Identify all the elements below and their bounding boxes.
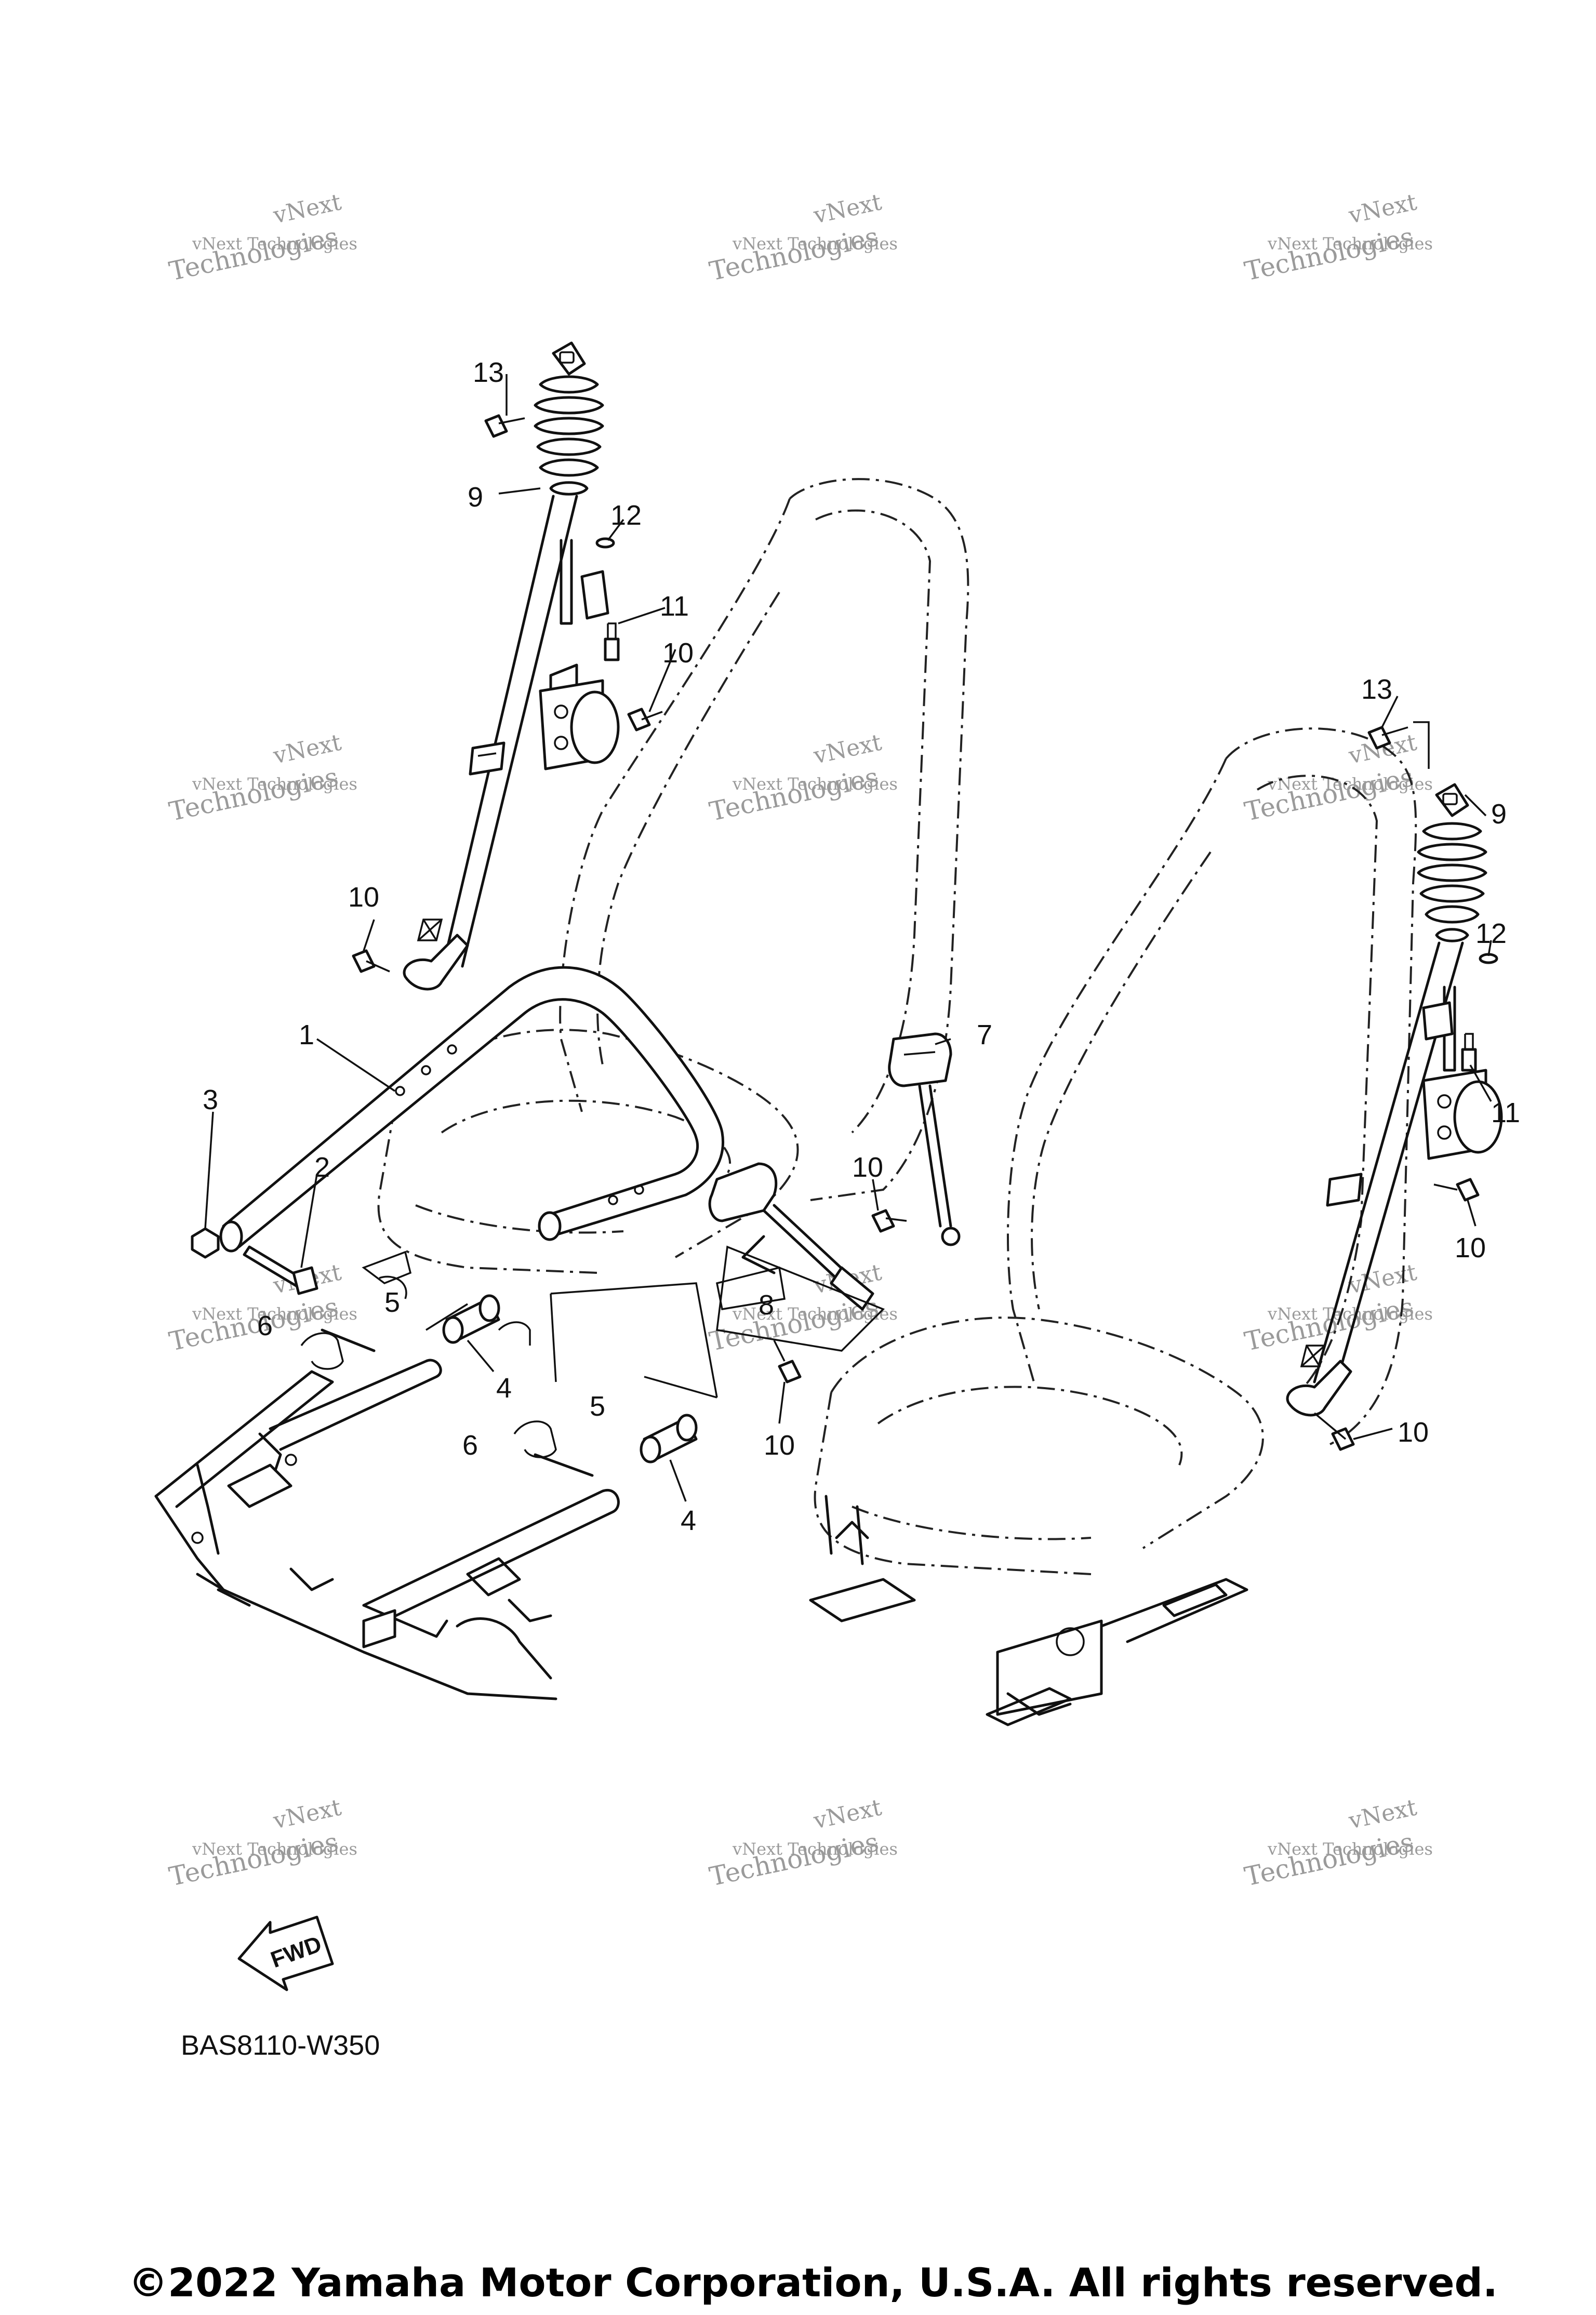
- copyright-notice: ©2022 Yamaha Motor Corporation, U.S.A. A…: [128, 2259, 1498, 2306]
- svg-text:vNext Technologies: vNext Technologies: [192, 1304, 357, 1324]
- callout-12: 12: [610, 500, 642, 531]
- svg-text:Technologies: Technologies: [166, 762, 341, 827]
- callout-11: 11: [660, 591, 689, 622]
- watermarks: vNext vNext Technologies Technologies vN…: [166, 189, 1432, 1892]
- callout-9: 9: [1491, 799, 1507, 830]
- svg-text:Technologies: Technologies: [1242, 221, 1416, 287]
- svg-text:vNext Technologies: vNext Technologies: [1267, 1839, 1433, 1859]
- watermark: vNext vNext Technologies Technologies: [166, 729, 357, 827]
- frame: [154, 1359, 620, 1700]
- callout-10: 10: [1455, 1232, 1486, 1263]
- callout-5: 5: [590, 1391, 605, 1422]
- bushings-and-pins: [300, 1275, 718, 1477]
- svg-text:vNext Technologies: vNext Technologies: [1267, 1304, 1433, 1324]
- watermark: vNext vNext Technologies Technologies: [166, 1259, 357, 1356]
- callout-10: 10: [662, 637, 694, 669]
- diagram-code: BAS8110-W350: [181, 2030, 380, 2061]
- leader-lines: [204, 374, 1492, 1502]
- callout-10: 10: [852, 1152, 883, 1183]
- callout-13: 13: [1361, 674, 1392, 705]
- svg-text:Technologies: Technologies: [166, 221, 341, 287]
- callout-6: 6: [462, 1430, 478, 1461]
- svg-text:vNext Technologies: vNext Technologies: [732, 1304, 898, 1324]
- svg-text:Technologies: Technologies: [166, 1292, 341, 1357]
- right-seatbelt-assembly: [1286, 721, 1503, 1417]
- right-seat: [809, 727, 1417, 1726]
- callout-13: 13: [473, 357, 504, 388]
- buckles: [708, 1032, 961, 1352]
- grab-bar: [191, 966, 724, 1295]
- svg-text:vNext Technologies: vNext Technologies: [192, 234, 357, 254]
- callout-10: 10: [764, 1430, 795, 1461]
- callout-2: 2: [314, 1152, 330, 1183]
- watermark: vNext vNext Technologies Technologies: [707, 729, 897, 827]
- callout-10: 10: [1398, 1417, 1429, 1448]
- watermark: vNext vNext Technologies Technologies: [1242, 189, 1432, 286]
- svg-text:vNext Technologies: vNext Technologies: [732, 1839, 898, 1859]
- callout-12: 12: [1475, 918, 1507, 949]
- callout-labels: 1 2 3 4 4 5 5 6 6 7 8 9 9 10 10 10 10 10…: [203, 357, 1520, 1536]
- watermark: vNext vNext Technologies Technologies: [707, 189, 897, 286]
- svg-text:vNext Technologies: vNext Technologies: [732, 234, 898, 254]
- svg-text:Technologies: Technologies: [166, 1827, 341, 1892]
- watermark: vNext vNext Technologies Technologies: [707, 1794, 897, 1892]
- callout-10: 10: [348, 882, 379, 913]
- watermark: vNext vNext Technologies Technologies: [1242, 1794, 1432, 1892]
- callout-9: 9: [468, 482, 483, 513]
- svg-text:Technologies: Technologies: [707, 762, 881, 827]
- fasteners: [352, 414, 1498, 1451]
- callout-6: 6: [257, 1310, 273, 1341]
- watermark: vNext vNext Technologies Technologies: [1242, 729, 1432, 827]
- callout-8: 8: [759, 1289, 774, 1321]
- watermark: vNext vNext Technologies Technologies: [166, 189, 357, 286]
- svg-text:vNext Technologies: vNext Technologies: [192, 774, 357, 794]
- svg-text:Technologies: Technologies: [707, 1827, 881, 1892]
- svg-text:Technologies: Technologies: [1242, 762, 1416, 827]
- svg-text:Technologies: Technologies: [707, 221, 881, 287]
- callout-7: 7: [977, 1019, 992, 1050]
- svg-text:vNext Technologies: vNext Technologies: [192, 1839, 357, 1859]
- callout-1: 1: [299, 1019, 314, 1050]
- callout-4: 4: [681, 1505, 696, 1536]
- fwd-arrow-icon: FWD: [237, 1915, 334, 1991]
- watermark: vNext vNext Technologies Technologies: [166, 1794, 357, 1892]
- callout-3: 3: [203, 1084, 218, 1115]
- callout-5: 5: [384, 1287, 400, 1318]
- callout-4: 4: [496, 1373, 512, 1404]
- watermark: vNext vNext Technologies Technologies: [707, 1259, 897, 1356]
- left-seatbelt-assembly: [403, 341, 620, 991]
- svg-text:vNext Technologies: vNext Technologies: [1267, 234, 1433, 254]
- svg-text:Technologies: Technologies: [1242, 1827, 1416, 1892]
- callout-11: 11: [1491, 1097, 1520, 1128]
- svg-text:vNext Technologies: vNext Technologies: [732, 774, 898, 794]
